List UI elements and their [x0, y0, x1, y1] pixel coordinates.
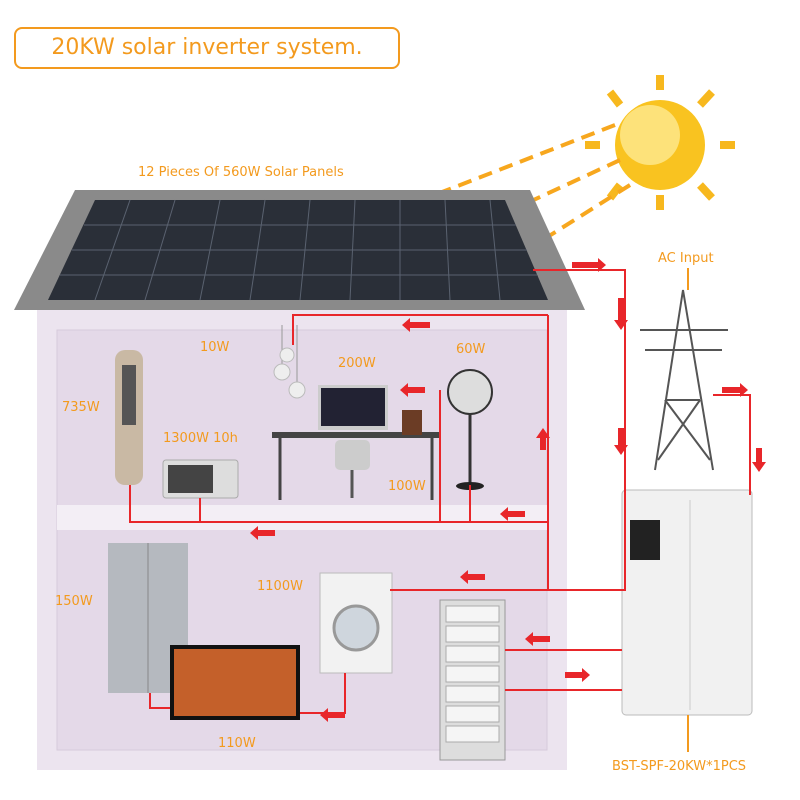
sun-icon — [585, 75, 735, 210]
fridge-label: 150W — [55, 594, 93, 609]
tower-fan-label: 735W — [62, 400, 100, 415]
inverter-label: BST-SPF-20KW*1PCS — [612, 759, 746, 774]
title-box: 20KW solar inverter system. — [14, 27, 400, 69]
fan-label: 60W — [456, 342, 486, 357]
computer-icon — [318, 385, 388, 430]
desk-icon — [272, 432, 440, 500]
ac-input-label: AC Input — [658, 251, 714, 266]
computer-label: 200W — [338, 356, 376, 371]
speaker-icon — [402, 410, 422, 435]
battery-rack-icon — [439, 599, 506, 761]
chair-icon — [335, 440, 370, 498]
microwave-label: 1300W 10h — [163, 431, 238, 446]
washing-machine-icon — [319, 572, 393, 674]
pendant-lights-icon — [273, 325, 306, 399]
tower-fan-icon — [115, 350, 143, 485]
lights-label: 10W — [200, 340, 230, 355]
solar-panels-label: 12 Pieces Of 560W Solar Panels — [138, 165, 344, 180]
speaker-label: 100W — [388, 479, 426, 494]
tv-icon — [170, 645, 300, 720]
inverter-cabinet-icon — [621, 489, 753, 716]
transmission-tower-icon — [640, 289, 728, 471]
microwave-icon — [162, 459, 239, 499]
tv-label: 110W — [218, 736, 256, 751]
standing-fan-icon — [447, 369, 493, 490]
washer-label: 1100W — [257, 579, 303, 594]
power-wires — [129, 258, 766, 722]
